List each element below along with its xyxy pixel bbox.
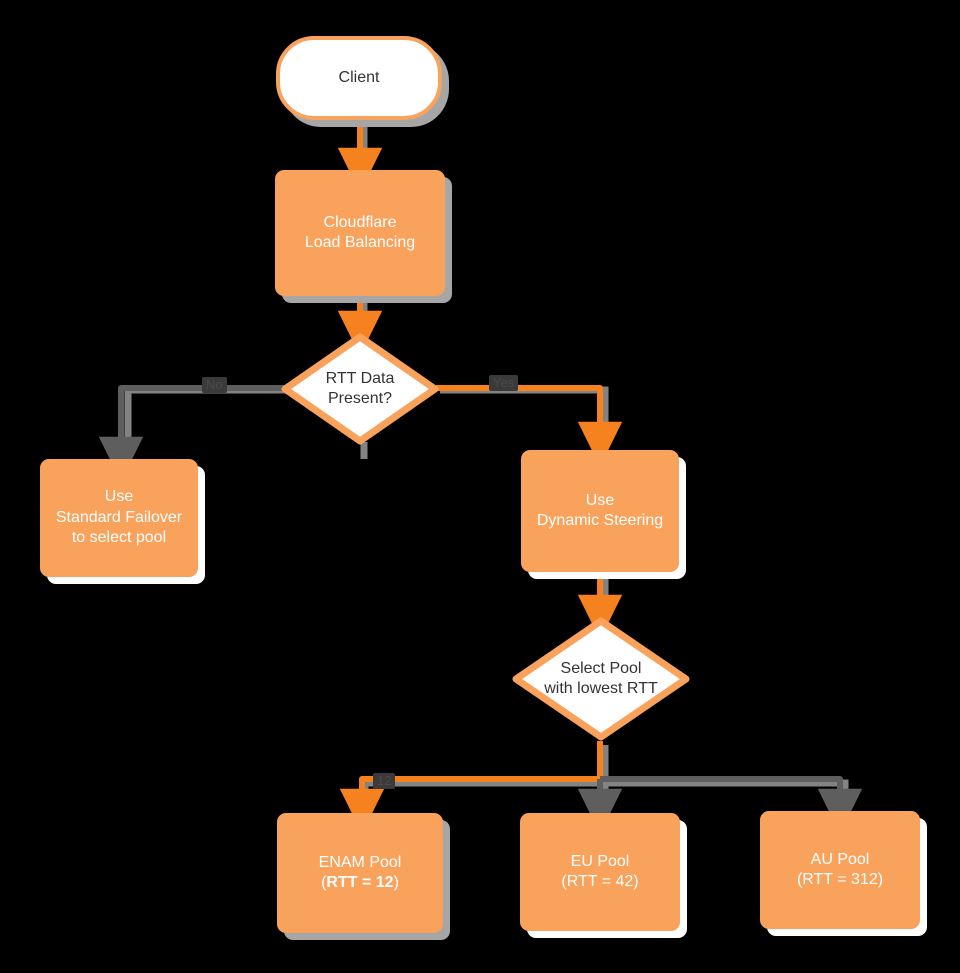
node-enam-pool-rtt-value: RTT = 12	[326, 874, 394, 891]
node-enam-pool-line2: (RTT = 12)	[319, 873, 402, 893]
node-au-pool-line2: (RTT = 312)	[796, 871, 884, 888]
node-load-balancing[interactable]: Cloudflare Load Balancing	[275, 170, 445, 296]
node-au-pool[interactable]: AU Pool (RTT = 312)	[760, 811, 920, 929]
edge-select-pool-to-au-pool	[600, 776, 863, 834]
rtt-decision-diamond-shape	[281, 333, 439, 445]
edge-label-no: No	[202, 377, 227, 394]
node-standard-failover-line2: Standard Failover	[55, 508, 183, 526]
node-load-balancing-line2: Load Balancing	[304, 234, 416, 251]
node-client[interactable]: Client	[276, 36, 442, 120]
node-eu-pool-line1: EU Pool	[570, 852, 630, 870]
node-standard-failover-line3: to select pool	[71, 529, 167, 547]
node-standard-failover[interactable]: Use Standard Failover to select pool	[40, 459, 198, 577]
node-standard-failover-line1: Use	[104, 488, 134, 506]
node-dynamic-steering-line1: Use	[585, 491, 615, 509]
edge-label-lowest-rtt: 12	[373, 773, 396, 790]
node-select-pool[interactable]: Select Pool with lowest RTT	[512, 617, 690, 741]
select-pool-diamond-shape	[512, 617, 690, 741]
node-au-pool-line1: AU Pool	[810, 850, 870, 868]
node-rtt-data-present-line1: RTT Data	[325, 369, 395, 387]
node-enam-pool-paren-open: (	[321, 874, 327, 891]
node-rtt-data-present[interactable]: RTT Data Present?	[281, 333, 439, 445]
node-enam-pool-line1: ENAM Pool	[318, 853, 402, 871]
node-client-label: Client	[338, 68, 380, 86]
node-enam-pool[interactable]: ENAM Pool (RTT = 12)	[277, 813, 443, 933]
node-select-pool-line1: Select Pool	[560, 659, 642, 677]
edge-label-yes: Yes	[489, 375, 519, 392]
edge-rtt-decision-to-dynamic-steering	[436, 385, 623, 467]
node-load-balancing-line1: Cloudflare	[323, 213, 397, 231]
edge-select-pool-to-enam-pool	[339, 741, 603, 834]
node-eu-pool[interactable]: EU Pool (RTT = 42)	[520, 813, 680, 931]
node-dynamic-steering[interactable]: Use Dynamic Steering	[521, 450, 679, 572]
node-select-pool-line2: with lowest RTT	[544, 680, 658, 697]
node-eu-pool-line2: (RTT = 42)	[561, 873, 639, 890]
node-enam-pool-paren-close: )	[393, 874, 399, 891]
node-dynamic-steering-line2: Dynamic Steering	[536, 512, 664, 529]
edge-rtt-decision-to-standard-failover	[98, 385, 285, 482]
node-rtt-data-present-line2: Present?	[327, 390, 393, 407]
